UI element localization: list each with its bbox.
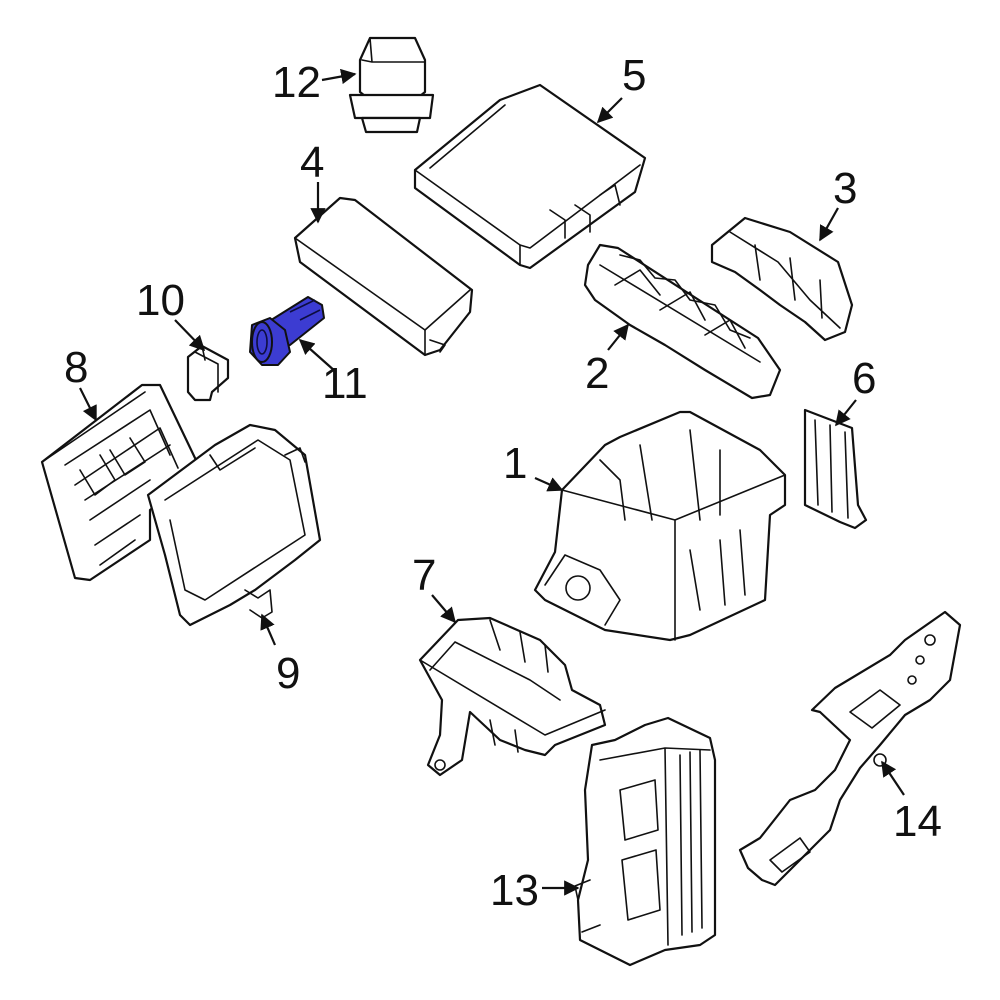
- part-2-fuse-block[interactable]: [583, 243, 782, 400]
- callout-7: 7: [412, 551, 436, 600]
- callout-6: 6: [852, 354, 876, 403]
- callout-4: 4: [300, 138, 324, 187]
- leader-1: [534, 476, 564, 492]
- part-7-tray[interactable]: [418, 616, 607, 777]
- part-11-connector[interactable]: [249, 296, 325, 366]
- callout-13: 13: [490, 866, 539, 915]
- part-9-frame[interactable]: [146, 423, 322, 627]
- part-1-main-box[interactable]: [533, 410, 787, 642]
- callout-10: 10: [136, 276, 185, 325]
- callout-9: 9: [276, 649, 300, 698]
- leader-10: [174, 319, 206, 352]
- leader-6: [835, 399, 857, 427]
- part-3-holder[interactable]: [710, 216, 854, 342]
- leader-5: [596, 97, 623, 124]
- part-6-panel[interactable]: [803, 408, 868, 530]
- part-12-relay[interactable]: [348, 36, 435, 134]
- part-13-module[interactable]: [574, 716, 717, 967]
- callout-labels: 1 2 3 4 5 6 7 8 9 10 11 12 13 14: [64, 51, 942, 915]
- leader-lines: [79, 68, 905, 896]
- leader-8: [79, 387, 97, 422]
- callout-3: 3: [833, 164, 857, 213]
- callout-8: 8: [64, 343, 88, 392]
- leader-7: [431, 594, 456, 624]
- leader-11: [298, 338, 337, 373]
- leader-9: [260, 613, 277, 646]
- part-4-cover[interactable]: [293, 196, 474, 357]
- leader-14: [881, 760, 905, 796]
- callout-12: 12: [272, 58, 321, 107]
- callout-1: 1: [503, 439, 527, 488]
- part-14-bracket[interactable]: [738, 610, 962, 887]
- callout-14: 14: [893, 797, 942, 846]
- part-10-fuse[interactable]: [186, 344, 230, 402]
- part-8-panel[interactable]: [40, 383, 202, 582]
- leader-12: [321, 68, 357, 85]
- callout-5: 5: [622, 51, 646, 100]
- callout-11: 11: [322, 359, 368, 408]
- leader-3: [819, 207, 839, 242]
- callout-2: 2: [585, 349, 609, 398]
- part-5-cover[interactable]: [413, 83, 647, 270]
- leader-2: [607, 323, 629, 351]
